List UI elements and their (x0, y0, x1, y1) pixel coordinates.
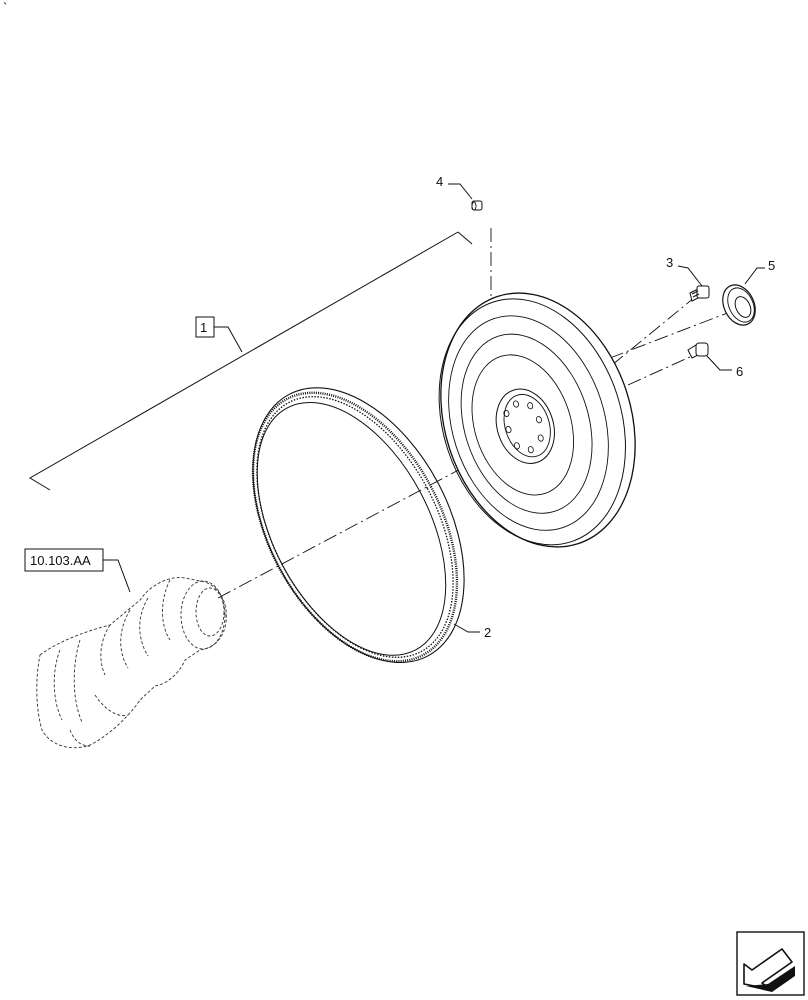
reference-box[interactable]: 10.103.AA (24, 548, 131, 593)
callout-5-group: 5 (744, 258, 775, 285)
reference-label: 10.103.AA (30, 553, 91, 568)
pilot-bolt (687, 342, 709, 359)
crankshaft-reference (36, 577, 227, 749)
callout-3-group: 3 (666, 255, 703, 287)
callout-3: 3 (666, 255, 673, 270)
next-page-arrow-icon[interactable] (736, 931, 805, 996)
callout-1-box: 1 (195, 316, 243, 353)
assembly-bracket (29, 231, 473, 491)
callout-4-group: 4 (436, 174, 473, 200)
callout-2: 2 (484, 625, 491, 640)
corner-mark: ` (3, 0, 7, 15)
washer (722, 284, 756, 326)
callout-6: 6 (736, 364, 743, 379)
callout-5: 5 (768, 258, 775, 273)
callout-1: 1 (200, 320, 207, 335)
flywheel-bolt (689, 285, 710, 302)
callout-4: 4 (436, 174, 443, 189)
ring-gear (251, 387, 465, 664)
dowel-pin (471, 200, 483, 211)
flywheel (438, 292, 636, 548)
callout-6-group: 6 (706, 355, 743, 379)
callout-2-group: 2 (453, 623, 491, 640)
